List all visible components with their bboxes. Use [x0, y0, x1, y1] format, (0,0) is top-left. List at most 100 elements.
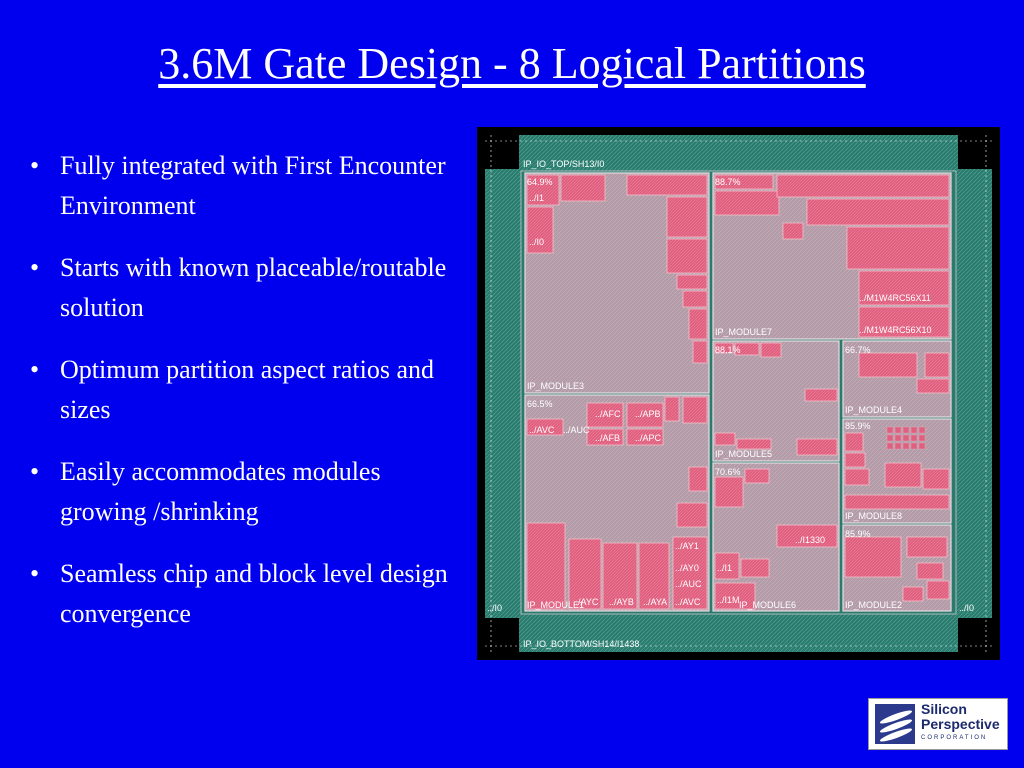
macro-label: ../AVC — [675, 597, 701, 607]
macro-block — [560, 174, 606, 202]
macro-block — [844, 452, 866, 468]
partition-name: IP_MODULE8 — [845, 511, 902, 521]
macro-label: ../AFB — [595, 433, 620, 443]
macro-block — [734, 342, 760, 356]
macro-label: ../AYC — [573, 597, 599, 607]
macro-label: ../AYA — [643, 597, 667, 607]
partition-name: IP_MODULE2 — [845, 600, 902, 610]
macro-block — [926, 580, 950, 600]
macro-block — [682, 396, 708, 424]
macro-block — [846, 226, 950, 270]
macro-block — [676, 502, 708, 528]
macro-block — [714, 174, 774, 190]
macro-block — [666, 196, 708, 238]
macro-block — [626, 402, 664, 428]
macro-block — [844, 494, 950, 510]
macro-block — [526, 418, 564, 436]
partition-util: 66.5% — [527, 399, 553, 409]
macro-label: ../AUC — [675, 579, 702, 589]
macro-block — [638, 542, 670, 610]
io-bottom-label: IP_IO_BOTTOM/SH14/I1438 — [523, 639, 639, 649]
partition-util: 64.9% — [527, 177, 553, 187]
corner-block — [958, 135, 992, 169]
macro-block — [844, 468, 870, 486]
macro-block — [688, 466, 708, 492]
macro-block — [916, 562, 944, 580]
cell-grid — [886, 426, 926, 450]
bullet-item: Starts with known placeable/routable sol… — [30, 248, 460, 328]
macro-block — [714, 582, 756, 610]
macro-block — [692, 340, 708, 364]
partition-name: IP_MODULE3 — [527, 381, 584, 391]
macro-block — [586, 428, 624, 446]
partition-util: 88.7% — [715, 177, 741, 187]
macro-block — [672, 536, 708, 610]
macro-block — [526, 174, 560, 206]
macro-label: ../M1W4RC56X11 — [859, 293, 931, 303]
macro-label: ../AVC — [529, 425, 555, 435]
macro-block — [858, 270, 950, 306]
macro-label: ../M1W4RC56X10 — [859, 325, 932, 335]
io-right-label: ../I0 — [959, 603, 974, 613]
logo-text: Perspective — [921, 716, 1000, 732]
macro-block — [602, 542, 638, 610]
macro-block — [906, 536, 948, 558]
macro-block — [714, 342, 734, 354]
macro-label: ../AY1 — [675, 541, 699, 551]
macro-block — [688, 308, 708, 340]
macro-block — [526, 206, 554, 254]
macro-label: ../AY0 — [675, 563, 699, 573]
partition-util: 85.9% — [845, 529, 871, 539]
macro-block — [804, 388, 838, 402]
macro-label: ../AUC — [563, 425, 590, 435]
partition-name: IP_MODULE1 — [527, 600, 584, 610]
macro-block — [924, 352, 950, 378]
partition-name: IP_MODULE4 — [845, 405, 902, 415]
partition-util: 88.1% — [715, 345, 741, 355]
corner-block — [958, 618, 992, 652]
macro-block — [568, 538, 602, 610]
corner-block — [485, 618, 519, 652]
macro-block — [806, 198, 950, 226]
macro-block — [844, 432, 864, 452]
macro-block — [676, 274, 708, 290]
partition-util: 66.7% — [845, 345, 871, 355]
macro-block — [740, 558, 770, 578]
macro-block — [714, 552, 740, 580]
macro-label: ../AFC — [595, 409, 621, 419]
macro-block — [858, 352, 918, 378]
company-logo: Silicon Perspective CORPORATION — [868, 698, 1008, 750]
macro-label: ../APC — [635, 433, 662, 443]
macro-block — [916, 378, 950, 394]
macro-block — [626, 174, 708, 196]
macro-label: ../I1M — [717, 595, 740, 605]
partition-name: IP_MODULE7 — [715, 327, 772, 337]
bullet-item: Fully integrated with First Encounter En… — [30, 146, 460, 226]
macro-block — [844, 536, 902, 578]
partition-name: IP_MODULE6 — [739, 600, 796, 610]
partition-name: IP_MODULE5 — [715, 449, 772, 459]
macro-block — [666, 238, 708, 274]
chip-floorplan: IP_IO_TOP/SH13/I0 IP_IO_BOTTOM/SH14/I143… — [477, 127, 1000, 660]
macro-block — [782, 222, 804, 240]
bullet-item: Optimum partition aspect ratios and size… — [30, 350, 460, 430]
macro-block — [586, 402, 624, 428]
logo-text: Silicon — [921, 701, 967, 717]
io-left-label: ../I0 — [487, 603, 502, 613]
macro-block — [776, 174, 950, 198]
io-top-label: IP_IO_TOP/SH13/I0 — [523, 159, 604, 169]
partition-util: 85.9% — [845, 421, 871, 431]
bullet-item: Seamless chip and block level design con… — [30, 554, 460, 634]
macro-block — [664, 396, 680, 422]
macro-block — [682, 290, 708, 308]
macro-block — [526, 522, 566, 610]
macro-block — [858, 306, 950, 338]
macro-block — [902, 586, 924, 602]
bullet-list: Fully integrated with First Encounter En… — [30, 146, 460, 656]
bullet-item: Easily accommodates modules growing /shr… — [30, 452, 460, 532]
macro-block — [714, 476, 744, 508]
macro-block — [776, 524, 838, 548]
logo-text: CORPORATION — [921, 735, 988, 741]
macro-label: ../APB — [635, 409, 661, 419]
macro-block — [922, 468, 950, 490]
